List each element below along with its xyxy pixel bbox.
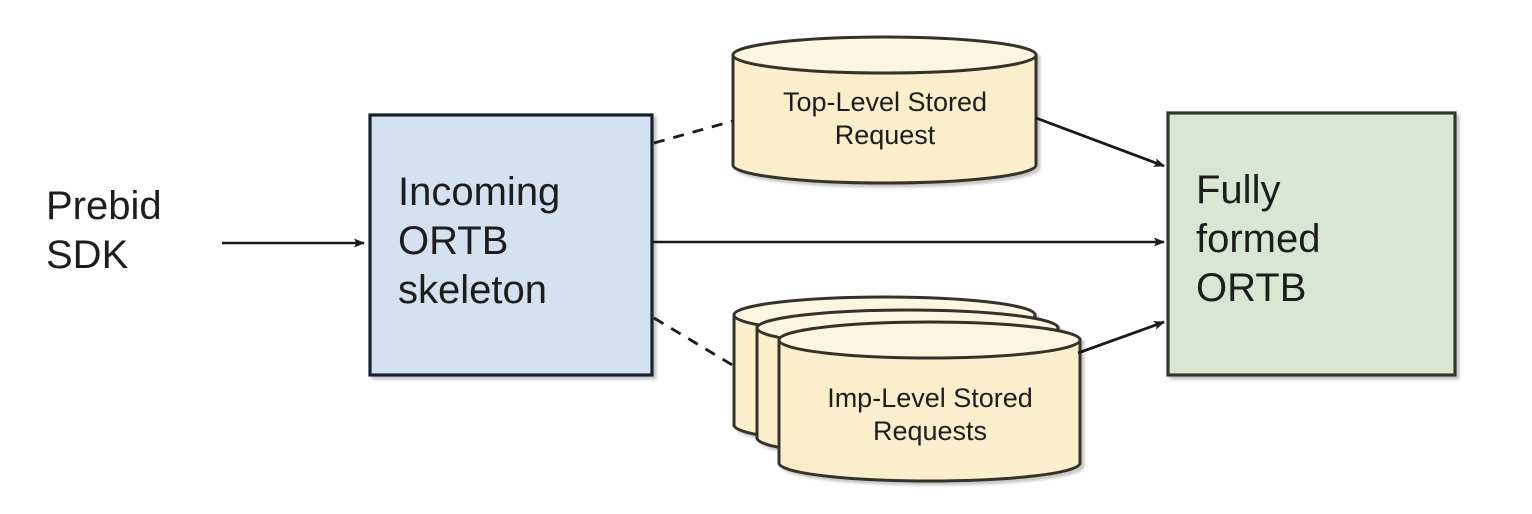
edge-imp-level-to-fully-formed — [1077, 320, 1165, 355]
node-fully-formed-ortb[interactable] — [1166, 111, 1457, 377]
cylinder-front — [777, 320, 1082, 483]
edge-incoming-to-imp-level — [653, 316, 735, 368]
node-incoming-ortb-skeleton[interactable] — [368, 113, 654, 377]
node-top-level-stored-request[interactable] — [731, 35, 1038, 185]
edge-top-level-to-fully-formed — [1035, 116, 1165, 168]
node-imp-level-stored-requests[interactable] — [732, 295, 1082, 483]
edge-incoming-to-top-level — [653, 119, 734, 145]
